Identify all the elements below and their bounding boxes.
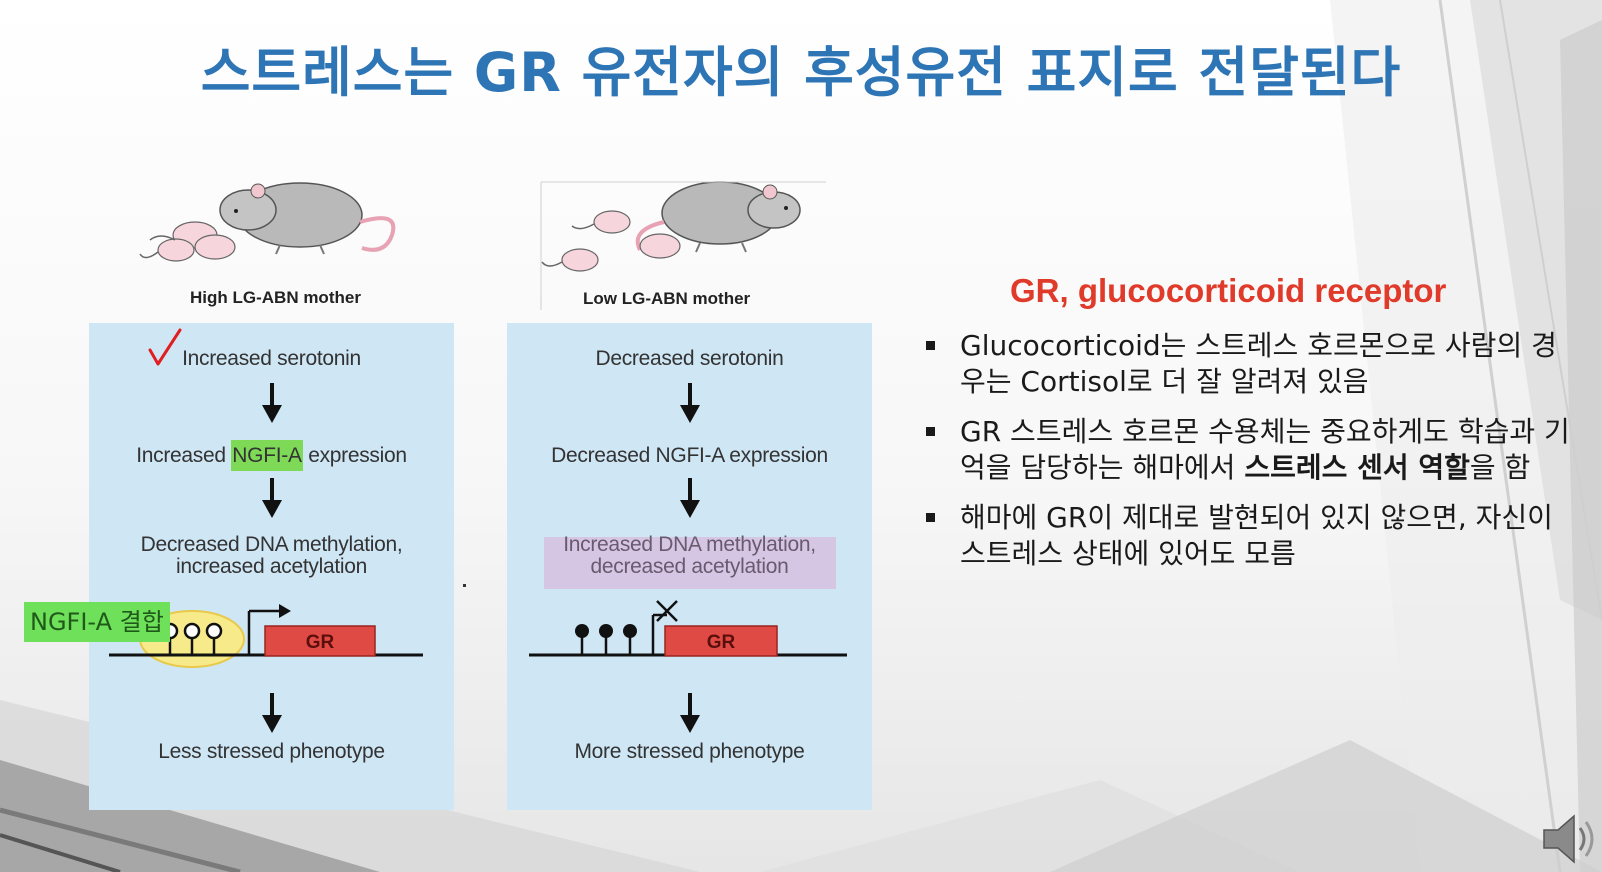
gr-gene-label: GR [707, 632, 736, 653]
low-lg-mother-label: Low LG-ABN mother [583, 289, 751, 308]
down-arrow-icon [680, 383, 700, 423]
high-lg-mother-label: High LG-ABN mother [190, 288, 361, 307]
down-arrow-icon [680, 693, 700, 733]
right-step-methylation-line2: decreased acetylation [590, 555, 789, 578]
left-step-methylation-line2: increased acetylation [176, 555, 367, 578]
left-step-methylation: Decreased DNA methylation,increased acet… [89, 534, 454, 578]
low-lg-pathway-panel: Decreased serotonin Decreased NGFI-A exp… [507, 323, 872, 810]
blocked-transcription-icon [651, 600, 678, 655]
bullet-item: 해마에 GR이 제대로 발현되어 있지 않으면, 자신이 스트레스 상태에 있어… [924, 500, 1574, 572]
left-step-serotonin: Increased serotonin [182, 347, 361, 370]
right-step-methylation: Increased DNA methylation,decreased acet… [507, 534, 872, 578]
bullet-text: 을 함 [1469, 451, 1531, 484]
down-arrow-icon [262, 693, 282, 733]
left-step-ngfi-a-prefix: Increased [136, 444, 232, 467]
left-step-ngfi-a: Increased NGFI-A expression [89, 440, 454, 471]
bullet-square-icon [926, 513, 935, 522]
stray-dot [463, 584, 466, 587]
ngfi-a-highlight: NGFI-A [231, 440, 303, 471]
right-step-methylation-line1: Increased DNA methylation, [563, 533, 816, 556]
slide-title: 스트레스는 GR 유전자의 후성유전 표지로 전달된다 [200, 41, 1402, 104]
speaker-icon[interactable] [1540, 810, 1598, 868]
bullet-text-bold: 스트레스 센서 역할 [1244, 451, 1470, 484]
bullet-text: GR 스트레스 호르몬 수용체는 중요하게도 학습과 기억을 담당하는 해마에서 [960, 415, 1570, 484]
right-gr-gene-diagram: GR [529, 600, 847, 657]
bullet-text: 해마에 GR이 제대로 발현되어 있지 않으면, 자신이 스트레스 상태에 있어… [960, 501, 1553, 570]
down-arrow-icon [262, 383, 282, 423]
bullet-list: Glucocorticoid는 스트레스 호르몬으로 사람의 경우는 Corti… [924, 328, 1574, 586]
bullet-item: Glucocorticoid는 스트레스 호르몬으로 사람의 경우는 Corti… [924, 328, 1574, 400]
gr-heading: GR, glucocorticoid receptor [1010, 272, 1447, 309]
gr-gene-box [264, 625, 376, 657]
methylated-cpg-icon [575, 624, 637, 655]
right-step-ngfi-a: Decreased NGFI-A expression [551, 444, 828, 467]
right-outcome: More stressed phenotype [574, 740, 805, 763]
left-outcome: Less stressed phenotype [158, 740, 385, 763]
low-lg-pups [541, 210, 681, 272]
bullet-square-icon [926, 341, 935, 350]
down-arrow-icon [680, 478, 700, 518]
left-step-methylation-line1: Decreased DNA methylation, [140, 533, 403, 556]
mice-illustration [139, 181, 826, 310]
ngfi-a-binding-note: NGFI-A 결합 [24, 602, 170, 642]
gr-gene-box [664, 625, 778, 657]
right-step-serotonin: Decreased serotonin [595, 347, 784, 370]
down-arrow-icon [262, 478, 282, 518]
transcription-start-arrow-icon [247, 604, 291, 655]
bullet-text: Glucocorticoid는 스트레스 호르몬으로 사람의 경우는 Corti… [960, 329, 1557, 398]
gr-gene-label: GR [306, 632, 335, 653]
high-lg-mother-mouse [219, 182, 396, 255]
left-step-ngfi-a-suffix: expression [302, 444, 407, 467]
high-lg-pups [139, 221, 236, 262]
check-mark-icon [148, 328, 182, 366]
methylation-highlight [544, 537, 836, 589]
bullet-item: GR 스트레스 호르몬 수용체는 중요하게도 학습과 기억을 담당하는 해마에서… [924, 414, 1574, 486]
bullet-square-icon [926, 427, 935, 436]
high-lg-pathway-panel: Increased serotonin Increased NGFI-A exp… [89, 323, 454, 810]
